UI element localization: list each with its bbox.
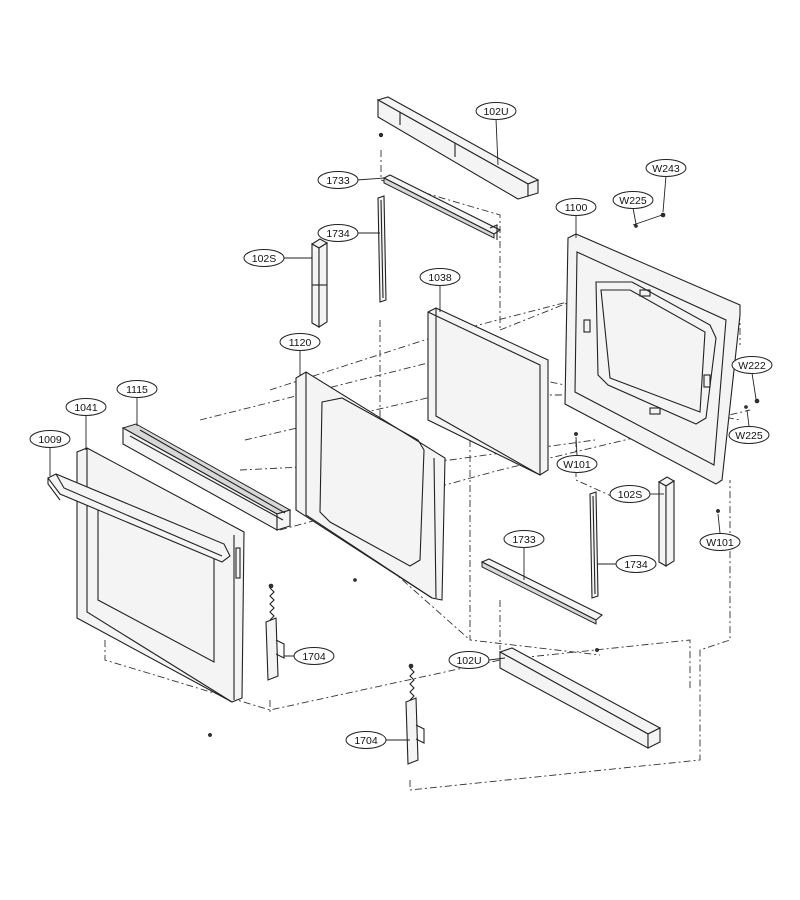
bottom-channel-1733 xyxy=(480,558,604,625)
svg-text:102S: 102S xyxy=(252,253,277,265)
callout-1733-top: 1733 xyxy=(317,171,359,189)
callout-w243: W243 xyxy=(645,159,687,177)
door-handle-1009 xyxy=(47,473,231,563)
side-trim-102s-right xyxy=(657,476,676,567)
side-bracket-1734-bottom xyxy=(589,491,599,599)
top-channel-1733 xyxy=(382,174,502,240)
callouts: 102U 1733 1734 102S W243 W225 1100 1038 xyxy=(29,102,773,749)
svg-text:1041: 1041 xyxy=(74,402,98,414)
svg-text:102S: 102S xyxy=(618,489,643,501)
callout-102s-left: 102S xyxy=(243,249,285,267)
callout-1100: 1100 xyxy=(555,198,597,216)
svg-text:1734: 1734 xyxy=(624,559,648,571)
screw-w222-icon xyxy=(754,398,760,404)
svg-text:1100: 1100 xyxy=(565,202,588,214)
callout-w225-top: W225 xyxy=(612,191,654,209)
middle-door-frame-1120 xyxy=(295,371,446,601)
side-trim-102s-left xyxy=(310,238,329,328)
callout-1704-upper: 1704 xyxy=(293,647,335,665)
control-strip-1115 xyxy=(121,423,292,531)
screw-w225-bottom-icon xyxy=(744,405,748,409)
screw-w101-right-icon xyxy=(716,509,720,513)
callout-1041: 1041 xyxy=(65,398,107,416)
screw-icon xyxy=(208,733,212,737)
svg-text:1704: 1704 xyxy=(354,735,378,747)
svg-text:W225: W225 xyxy=(619,195,647,207)
callout-w101-right: W101 xyxy=(699,533,741,551)
svg-text:1009: 1009 xyxy=(38,434,62,446)
svg-text:W222: W222 xyxy=(738,360,766,372)
callout-leaders xyxy=(49,118,757,741)
screw-icon xyxy=(408,663,414,669)
callout-1704-lower: 1704 xyxy=(345,731,387,749)
callout-w101-mid: W101 xyxy=(556,455,598,473)
screw-icon xyxy=(595,648,599,652)
svg-text:W101: W101 xyxy=(563,459,591,471)
bottom-trim-102u xyxy=(498,647,662,749)
svg-text:1120: 1120 xyxy=(289,337,312,349)
callout-102u-top: 102U xyxy=(475,102,517,120)
screw-icon xyxy=(378,132,384,138)
callout-1038: 1038 xyxy=(419,268,461,286)
svg-text:1733: 1733 xyxy=(512,534,536,546)
svg-text:102U: 102U xyxy=(456,655,481,667)
svg-text:1704: 1704 xyxy=(302,651,326,663)
glass-panel-1038 xyxy=(427,307,549,476)
hinge-1704-lower xyxy=(405,663,425,765)
callout-1734-bottom: 1734 xyxy=(615,555,657,573)
svg-text:1734: 1734 xyxy=(326,228,350,240)
svg-text:W101: W101 xyxy=(706,537,734,549)
svg-text:1038: 1038 xyxy=(428,272,452,284)
svg-text:W243: W243 xyxy=(652,163,680,175)
callout-1733-bottom: 1733 xyxy=(503,530,545,548)
screw-w225-top-icon xyxy=(634,224,638,228)
callout-1734-top: 1734 xyxy=(317,224,359,242)
screw-icon xyxy=(268,583,274,589)
callout-1009: 1009 xyxy=(29,430,71,448)
callout-1120: 1120 xyxy=(279,333,321,351)
svg-text:102U: 102U xyxy=(483,106,508,118)
screw-icon xyxy=(353,578,357,582)
hinge-1704-upper xyxy=(265,583,285,681)
callout-w225-bottom: W225 xyxy=(728,426,770,444)
screw-w101-mid-icon xyxy=(574,432,578,436)
svg-text:1733: 1733 xyxy=(326,175,350,187)
callout-102u-bottom: 102U xyxy=(448,651,490,669)
inner-door-frame-1100 xyxy=(564,233,741,485)
svg-text:W225: W225 xyxy=(735,430,763,442)
callout-w222: W222 xyxy=(731,356,773,374)
callout-102s-right: 102S xyxy=(609,485,651,503)
callout-1115: 1115 xyxy=(116,380,158,398)
side-bracket-1734-top xyxy=(377,195,387,303)
svg-text:1115: 1115 xyxy=(126,384,148,396)
